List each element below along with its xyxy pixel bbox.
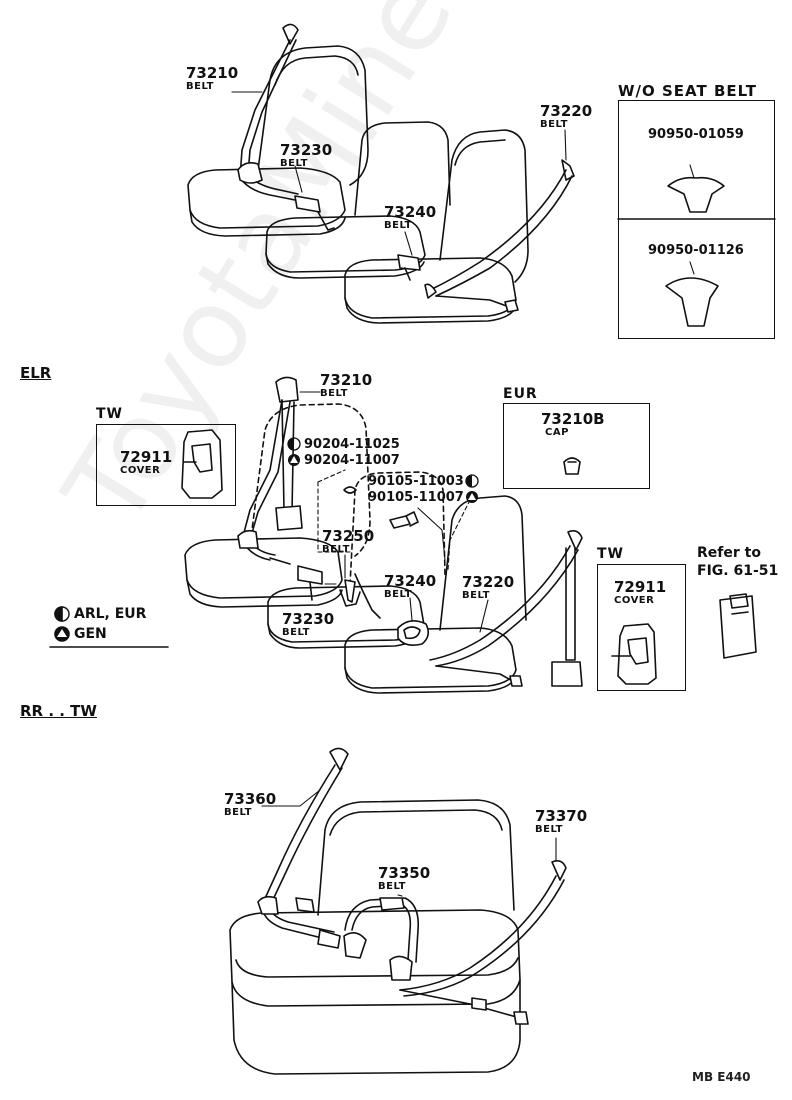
wo-seat-belt-title: W/O SEAT BELT (618, 82, 757, 100)
refer-line2: FIG. 61-51 (697, 563, 779, 579)
label-73230-elr: 73230 BELT (282, 610, 335, 638)
label-73350: 73350 BELT (378, 864, 431, 892)
label-73210-elr: 73210 BELT (320, 371, 373, 399)
label-73250: 73250 BELT (322, 527, 375, 555)
eur-box (503, 403, 650, 489)
refer-panel (719, 593, 757, 659)
figure-code: MB E440 (692, 1070, 751, 1084)
legend-arl-eur: ARL, EUR (74, 606, 147, 622)
wo-seat-belt-box (618, 100, 775, 339)
label-73370: 73370 BELT (535, 807, 588, 835)
label-72911-left: 72911 COVER (120, 448, 173, 476)
label-73210-top: 73210 BELT (186, 64, 239, 92)
legend-symbols (49, 606, 169, 648)
tw-left-box (96, 424, 236, 506)
eur-cap (563, 457, 581, 475)
refer-line1: Refer to (697, 545, 761, 561)
rr-bench-drawing (229, 747, 567, 1075)
label-73240-elr: 73240 BELT (384, 572, 437, 600)
label-73240-top: 73240 BELT (384, 203, 437, 231)
label-73210B: 73210B CAP (541, 410, 605, 438)
part-90105-11007: 90105-11007 (368, 490, 464, 505)
legend-gen: GEN (74, 626, 107, 642)
tw-left-title: TW (96, 406, 123, 422)
label-73220-top: 73220 BELT (540, 102, 593, 130)
label-72911-right: 72911 COVER (614, 578, 667, 606)
tw-right-title: TW (597, 546, 624, 562)
top-seats-drawing (187, 23, 575, 324)
tw-right-cover (611, 623, 657, 685)
tw-right-box (597, 564, 686, 691)
label-73220-elr: 73220 BELT (462, 573, 515, 601)
tw-left-cover (181, 429, 223, 499)
section-rr-tw: RR . . TW (20, 702, 97, 720)
part-90950-01059: 90950-01059 (648, 127, 744, 142)
label-73230-top: 73230 BELT (280, 141, 333, 169)
wo-box-clips (617, 164, 776, 327)
label-73360: 73360 BELT (224, 790, 277, 818)
elr-seats-drawing (184, 376, 583, 694)
part-90105-11003: 90105-11003 (368, 474, 464, 489)
part-90204-11007: 90204-11007 (304, 453, 400, 468)
eur-title: EUR (503, 386, 538, 402)
part-90950-01126: 90950-01126 (648, 243, 744, 258)
part-90204-11025: 90204-11025 (304, 437, 400, 452)
section-elr: ELR (20, 364, 52, 382)
